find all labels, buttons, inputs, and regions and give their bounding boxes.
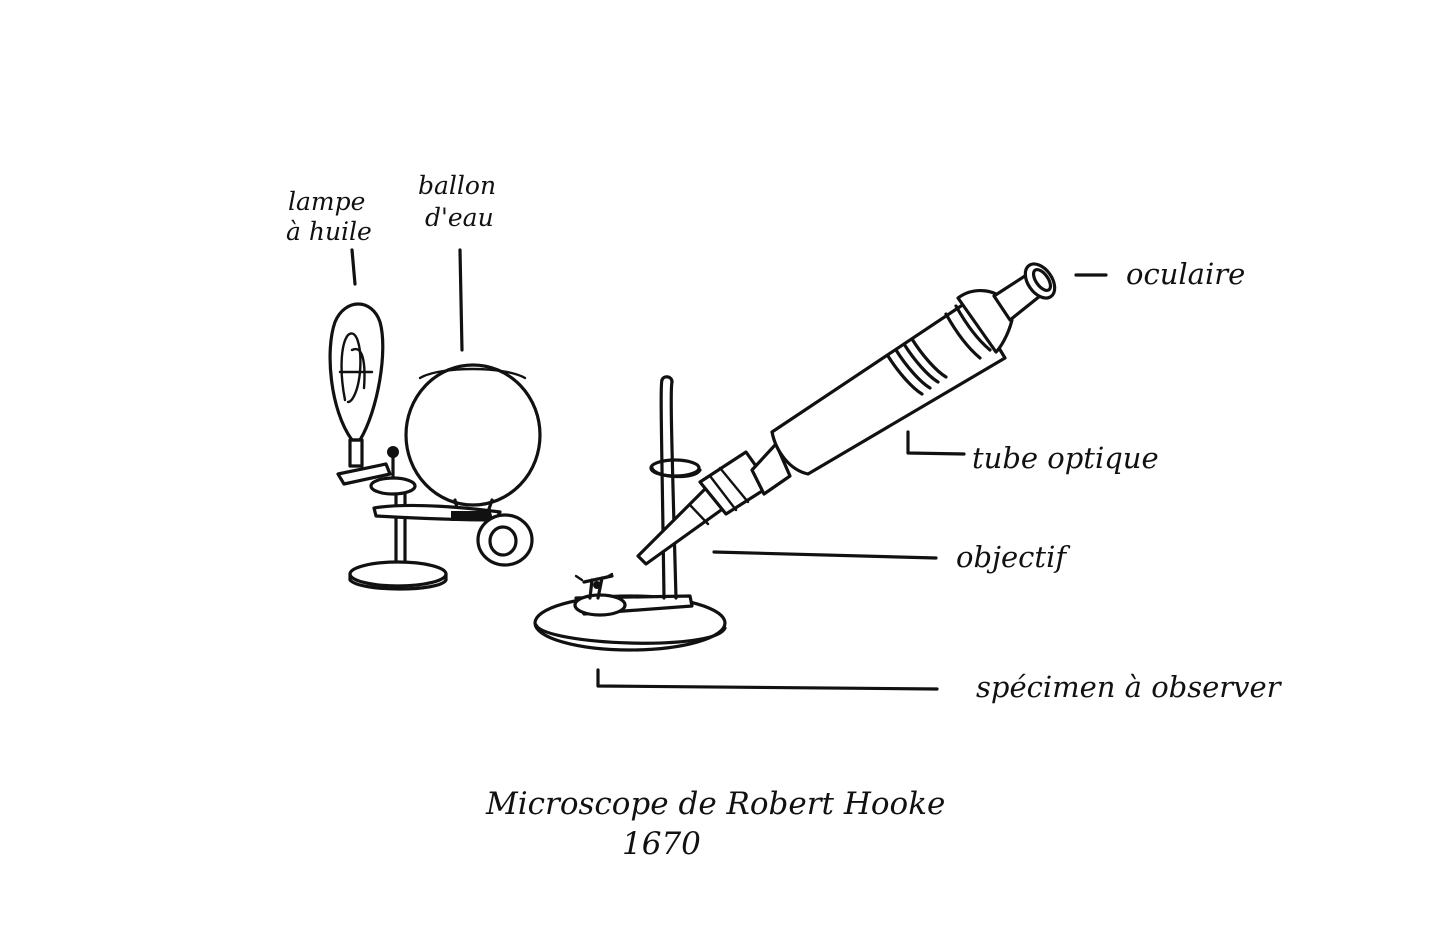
caption-title: Microscope de Robert Hooke: [485, 786, 945, 822]
oil-lamp: [328, 302, 417, 496]
microscope-base: [533, 572, 727, 652]
label-lampe-line2: à huile: [286, 217, 372, 246]
label-ballon-line2: d'eau: [425, 203, 494, 232]
objective-lens: [636, 450, 772, 566]
leader-objectif: [712, 550, 938, 560]
leader-ballon: [458, 248, 464, 352]
label-lampe-line1: lampe: [288, 187, 365, 216]
stand-rod: [649, 375, 702, 600]
label-specimen: spécimen à observer: [976, 670, 1283, 704]
label-objectif: objectif: [956, 540, 1071, 574]
water-flask: [372, 363, 542, 567]
eyepiece: [992, 262, 1057, 322]
leader-tube: [906, 430, 966, 456]
caption-year: 1670: [622, 826, 701, 862]
leader-lines: [350, 248, 1108, 691]
label-ballon-line1: ballon: [418, 171, 496, 200]
leader-specimen: [596, 668, 939, 691]
label-oculaire: oculaire: [1126, 257, 1245, 291]
leader-lampe: [350, 248, 357, 286]
optical-tube: [750, 289, 1014, 496]
label-tube: tube optique: [972, 441, 1159, 475]
specimen: [593, 581, 601, 589]
